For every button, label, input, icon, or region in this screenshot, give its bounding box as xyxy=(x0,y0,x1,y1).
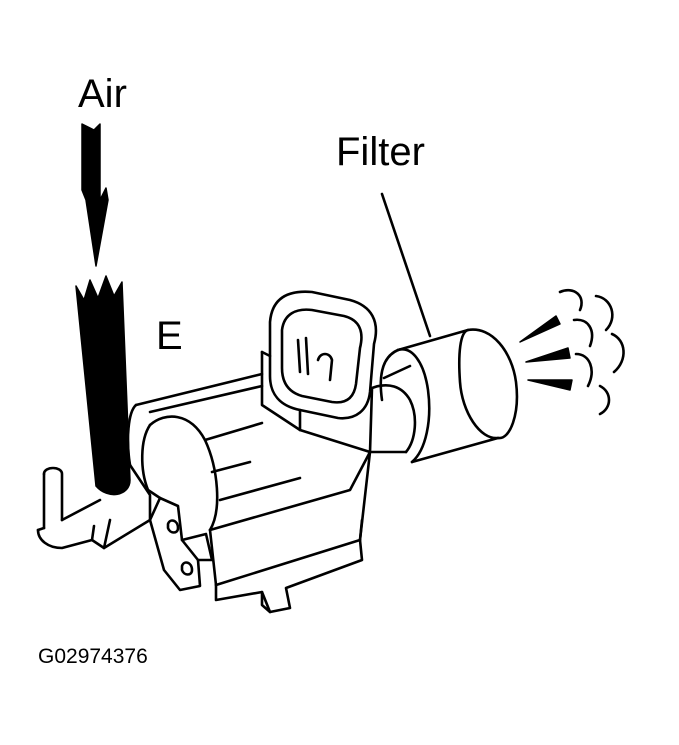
valve-body xyxy=(136,374,370,612)
spray-jet-icon xyxy=(520,316,560,342)
spray-jet-icon xyxy=(528,380,572,390)
port-e-label: E xyxy=(156,314,183,358)
filter-label: Filter xyxy=(336,130,425,174)
air-stream-icon xyxy=(76,276,130,495)
electrical-connector xyxy=(262,292,376,452)
filter-cylinder xyxy=(370,194,517,462)
mounting-bracket xyxy=(150,498,212,590)
air-label: Air xyxy=(78,72,127,116)
air-outflow-marks xyxy=(560,290,624,414)
figure-code: G02974376 xyxy=(38,645,148,668)
spray-jet-icon xyxy=(526,348,570,362)
